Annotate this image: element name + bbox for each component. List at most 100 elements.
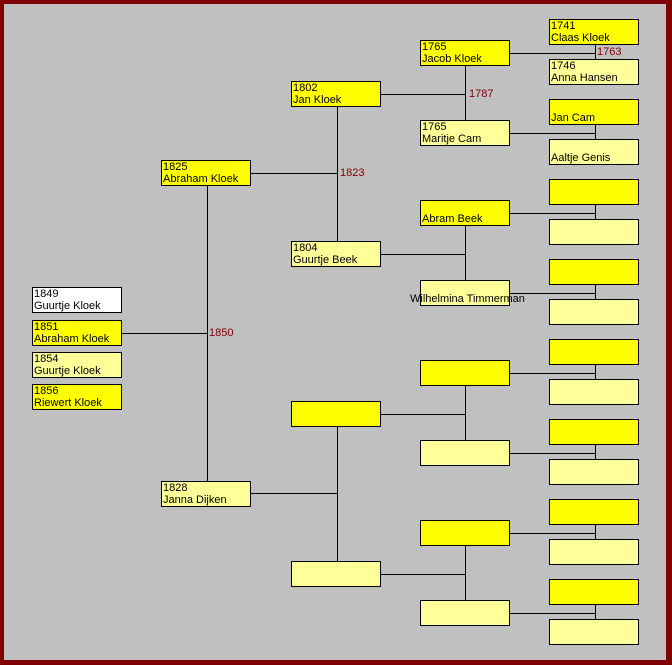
- person-box[interactable]: [291, 561, 381, 587]
- person-box[interactable]: Aaltje Genis: [549, 139, 639, 165]
- person-box[interactable]: [420, 520, 510, 546]
- connector-line: [249, 173, 337, 174]
- person-name: Anna Hansen: [551, 72, 618, 84]
- person-name: Jan Cam: [551, 112, 596, 124]
- person-name: [551, 552, 638, 564]
- person-name: [422, 613, 509, 625]
- connector-line: [508, 53, 595, 54]
- person-name: [422, 373, 509, 385]
- person-year: 1746: [551, 60, 576, 72]
- person-name: [551, 432, 638, 444]
- person-name: Jacob Kloek: [422, 53, 482, 65]
- person-name: Abraham Kloek: [34, 333, 110, 345]
- person-year: 1854: [34, 353, 59, 365]
- person-box[interactable]: [549, 219, 639, 245]
- person-name: [551, 272, 638, 284]
- connector-line: [595, 525, 596, 539]
- person-year: [551, 340, 638, 352]
- connector-line: [465, 386, 466, 440]
- connector-line: [508, 293, 595, 294]
- person-name: Janna Dijken: [163, 494, 227, 506]
- person-box[interactable]: [549, 579, 639, 605]
- person-year: [551, 380, 638, 392]
- person-box[interactable]: [549, 459, 639, 485]
- person-year: [551, 580, 638, 592]
- connector-line: [379, 574, 465, 575]
- person-box[interactable]: [549, 419, 639, 445]
- person-year: [551, 100, 638, 112]
- person-box[interactable]: [549, 619, 639, 645]
- person-year: [551, 620, 638, 632]
- person-name: Abram Beek: [422, 213, 483, 225]
- connector-line: [119, 333, 207, 334]
- person-year: 1856: [34, 385, 59, 397]
- person-box[interactable]: [549, 179, 639, 205]
- connector-line: [595, 445, 596, 459]
- connector-line: [207, 186, 208, 481]
- person-name: Claas Kloek: [551, 32, 610, 44]
- person-year: [551, 180, 638, 192]
- person-year: [422, 441, 509, 453]
- person-box[interactable]: [420, 600, 510, 626]
- person-year: 1828: [163, 482, 188, 494]
- connector-line: [337, 107, 338, 241]
- person-box[interactable]: [291, 401, 381, 427]
- person-year: 1851: [34, 321, 59, 333]
- person-box[interactable]: [420, 440, 510, 466]
- person-year: [422, 201, 509, 213]
- connector-line: [595, 125, 596, 139]
- marriage-year: 1850: [209, 327, 234, 339]
- person-name: [422, 453, 509, 465]
- person-name: [551, 632, 638, 644]
- connector-line: [595, 365, 596, 379]
- person-year: [551, 540, 638, 552]
- person-name: Maritje Cam: [422, 133, 482, 145]
- person-name: Jan Kloek: [293, 94, 342, 106]
- person-year: 1765: [422, 121, 447, 133]
- person-name: [551, 512, 638, 524]
- person-year: [422, 601, 509, 613]
- person-year: [551, 300, 638, 312]
- person-box[interactable]: [549, 259, 639, 285]
- connector-line: [595, 285, 596, 299]
- person-year: [551, 500, 638, 512]
- person-name: [551, 592, 638, 604]
- person-box[interactable]: [549, 499, 639, 525]
- person-year: 1765: [422, 41, 447, 53]
- person-box[interactable]: Abram Beek: [420, 200, 510, 226]
- person-box[interactable]: [420, 360, 510, 386]
- person-name: [422, 533, 509, 545]
- person-name: [551, 192, 638, 204]
- person-box[interactable]: [549, 539, 639, 565]
- marriage-year: 1823: [340, 167, 365, 179]
- connector-line: [508, 373, 595, 374]
- person-year: [551, 260, 638, 272]
- person-box[interactable]: [549, 339, 639, 365]
- person-year: [422, 361, 509, 373]
- person-year: 1741: [551, 20, 576, 32]
- person-name: [293, 414, 380, 426]
- person-box[interactable]: Jan Cam: [549, 99, 639, 125]
- person-box[interactable]: Wilhelmina Timmerman: [410, 280, 525, 306]
- person-year: 1825: [163, 161, 188, 173]
- marriage-year: 1787: [469, 88, 494, 100]
- connector-line: [249, 493, 337, 494]
- person-box[interactable]: [549, 299, 639, 325]
- person-name: Abraham Kloek: [163, 173, 239, 185]
- connector-line: [595, 45, 596, 59]
- person-year: [293, 402, 380, 414]
- person-box[interactable]: [549, 379, 639, 405]
